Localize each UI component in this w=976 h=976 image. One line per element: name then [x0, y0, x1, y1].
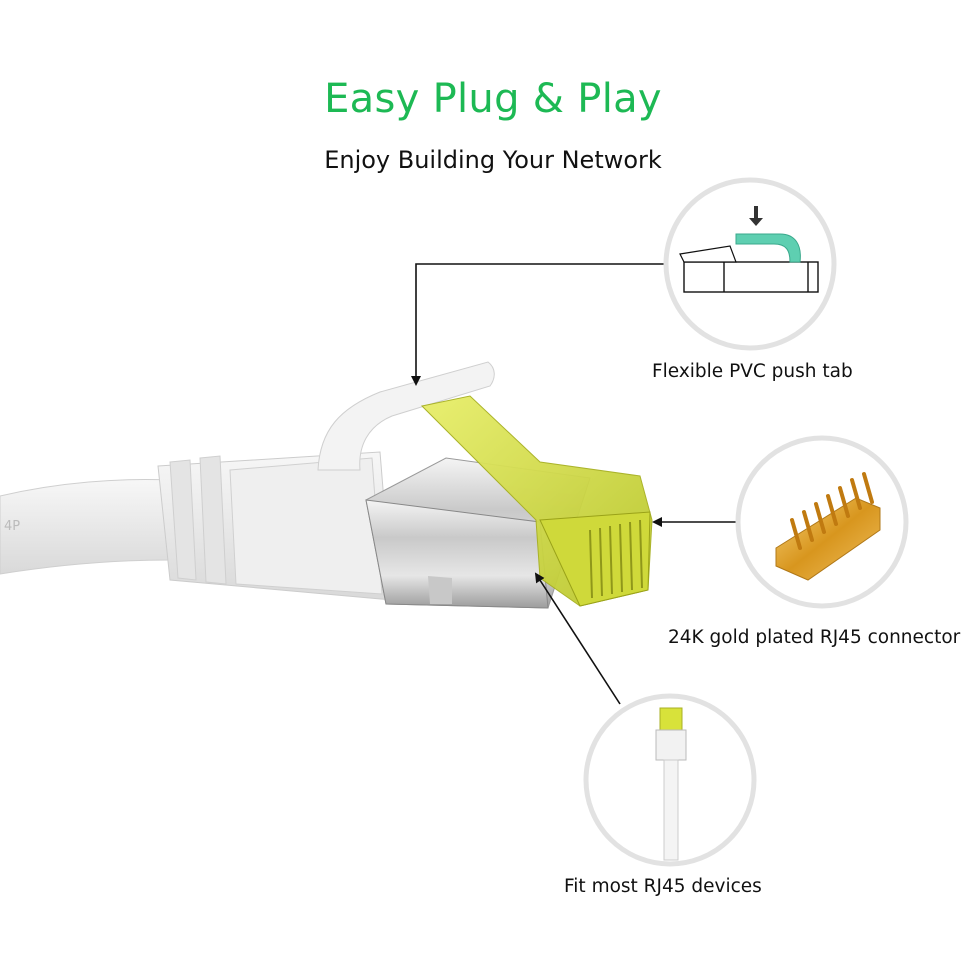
cable: 4P: [0, 479, 171, 575]
push-tab-diagram-icon: [663, 177, 837, 351]
feature-caption-push-tab: Flexible PVC push tab: [652, 361, 853, 382]
cable-print: 4P: [4, 519, 20, 534]
push-tab: [317, 361, 495, 471]
leader-lines: [411, 263, 738, 705]
gold-pins-icon: [735, 435, 909, 609]
feature-caption-fit-devices: Fit most RJ45 devices: [564, 876, 762, 897]
cable-plug-icon: [583, 693, 757, 867]
yellow-rj45-plug: [420, 395, 653, 607]
page-title: Easy Plug & Play: [324, 76, 662, 122]
page-subtitle: Enjoy Building Your Network: [324, 146, 662, 174]
feature-caption-gold-connector: 24K gold plated RJ45 connector: [668, 627, 961, 648]
connector-boot: [157, 451, 393, 601]
